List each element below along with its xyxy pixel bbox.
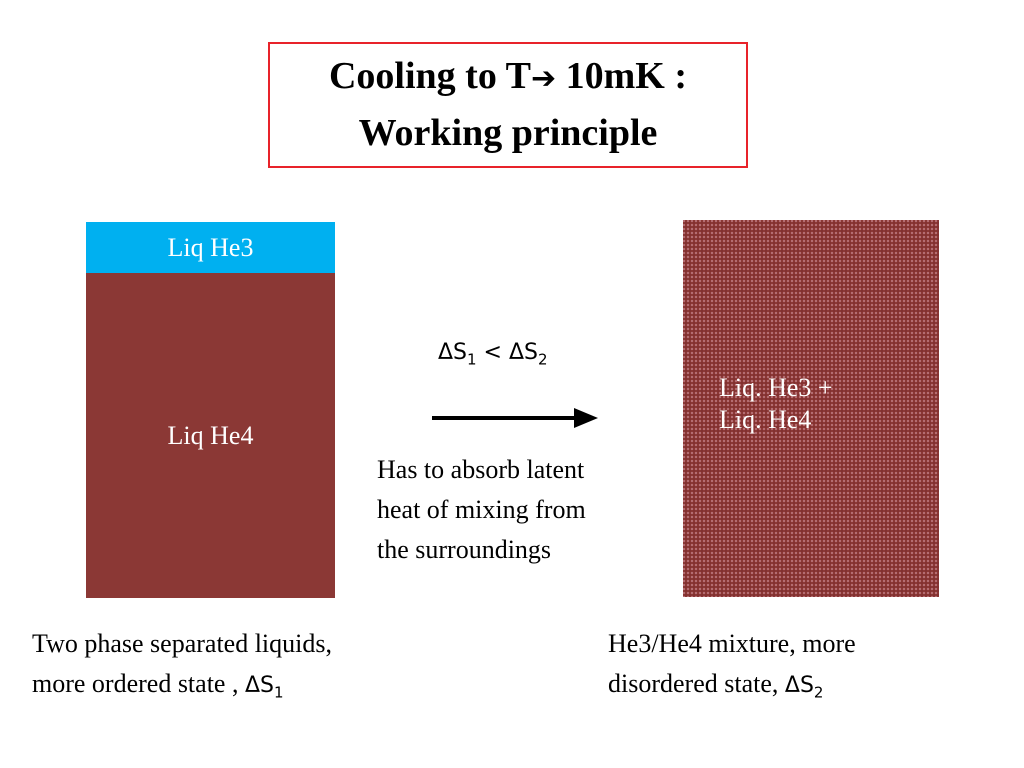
caption-left-delta: ΔS1: [244, 673, 284, 702]
he3-label: Liq He3: [167, 232, 254, 262]
caption-right: He3/He4 mixture, more disordered state, …: [608, 624, 856, 712]
mixture-label-line-2: Liq. He4: [719, 405, 812, 434]
mixture-label: Liq. He3 + Liq. He4: [719, 372, 833, 436]
phase-separated-column: Liq He3 Liq He4: [86, 222, 335, 598]
caption-right-line-2: disordered state, ΔS2: [608, 669, 824, 702]
explanation-line-1: Has to absorb latent: [377, 455, 585, 484]
mixture-label-line-1: Liq. He3 +: [719, 373, 833, 402]
less-than-operator: <: [476, 340, 509, 365]
caption-left-line-2: more ordered state , ΔS1: [32, 669, 284, 702]
title-line-1: Cooling to T➔ 10mK :: [329, 48, 687, 105]
explanation-line-2: heat of mixing from: [377, 495, 586, 524]
entropy-relation: ΔS1 < ΔS2: [438, 336, 548, 368]
explanation-line-3: the surroundings: [377, 535, 552, 564]
latent-heat-explanation: Has to absorb latent heat of mixing from…: [377, 450, 586, 570]
title-arrow-icon: ➔: [531, 61, 557, 96]
caption-left-line-1: Two phase separated liquids,: [32, 629, 332, 658]
delta-s1: ΔS1: [438, 340, 477, 369]
reaction-arrow-icon: [432, 408, 598, 428]
delta-s2: ΔS2: [508, 340, 548, 369]
title-line-2: Working principle: [358, 112, 658, 154]
title-box: Cooling to T➔ 10mK : Working principle: [268, 42, 748, 168]
caption-left: Two phase separated liquids, more ordere…: [32, 624, 332, 712]
mixture-block: Liq. He3 + Liq. He4: [683, 220, 939, 597]
liquid-he3-layer: Liq He3: [86, 222, 335, 273]
liquid-he4-layer: Liq He4: [86, 273, 335, 598]
title-prefix: Cooling to T: [328, 55, 531, 97]
caption-right-delta: ΔS2: [784, 673, 824, 702]
he4-label: Liq He4: [167, 420, 254, 450]
title-suffix: 10mK :: [556, 55, 688, 97]
caption-right-line-1: He3/He4 mixture, more: [608, 629, 856, 658]
